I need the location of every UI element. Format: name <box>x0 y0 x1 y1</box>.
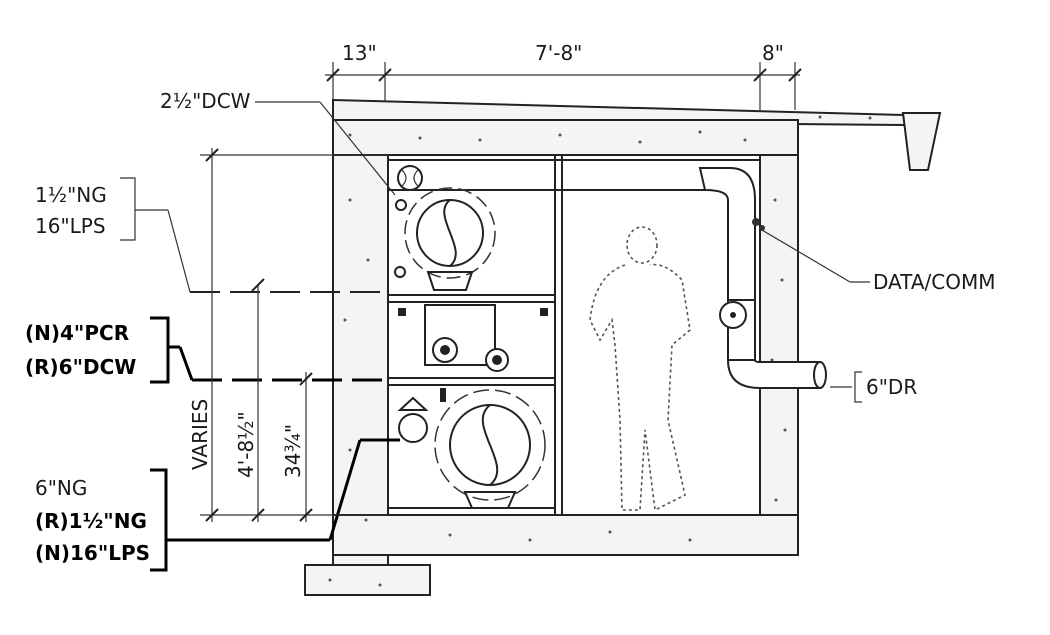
dim-shelf-height: 34¾" <box>281 424 305 478</box>
dim-interior-width: 7'-8" <box>535 41 582 65</box>
top-dimension-line <box>325 62 802 110</box>
label-lps-16: 16"LPS <box>35 214 106 238</box>
dim-tier-height: 4'-8½" <box>234 411 258 478</box>
label-dr-6: 6"DR <box>866 375 917 399</box>
person-figure <box>589 226 691 512</box>
label-pcr-new: (N)4"PCR <box>25 321 129 345</box>
label-ng-small: 1½"NG <box>35 183 107 207</box>
dim-varies: VARIES <box>188 399 212 470</box>
pipe-rack <box>388 155 760 515</box>
label-dcw-top: 2½"DCW <box>160 89 251 113</box>
concrete-texture <box>328 115 872 587</box>
dim-right-wall: 8" <box>762 41 784 65</box>
label-lps-new: (N)16"LPS <box>35 541 150 565</box>
ng-small-pipe <box>395 199 407 211</box>
label-ng-relocated: (R)1½"NG <box>35 509 147 533</box>
label-dcw-relocated: (R)6"DCW <box>25 355 136 379</box>
vault-walls <box>304 98 942 596</box>
dim-left-wall: 13" <box>342 41 377 65</box>
label-ng-6: 6"NG <box>35 476 87 500</box>
vertical-dimensions <box>200 148 388 522</box>
dcw-pipe <box>397 165 423 191</box>
label-data-comm: DATA/COMM <box>873 270 995 294</box>
ng-6-pipe <box>398 413 428 443</box>
pipes <box>394 165 827 509</box>
leader-lines <box>120 101 870 572</box>
